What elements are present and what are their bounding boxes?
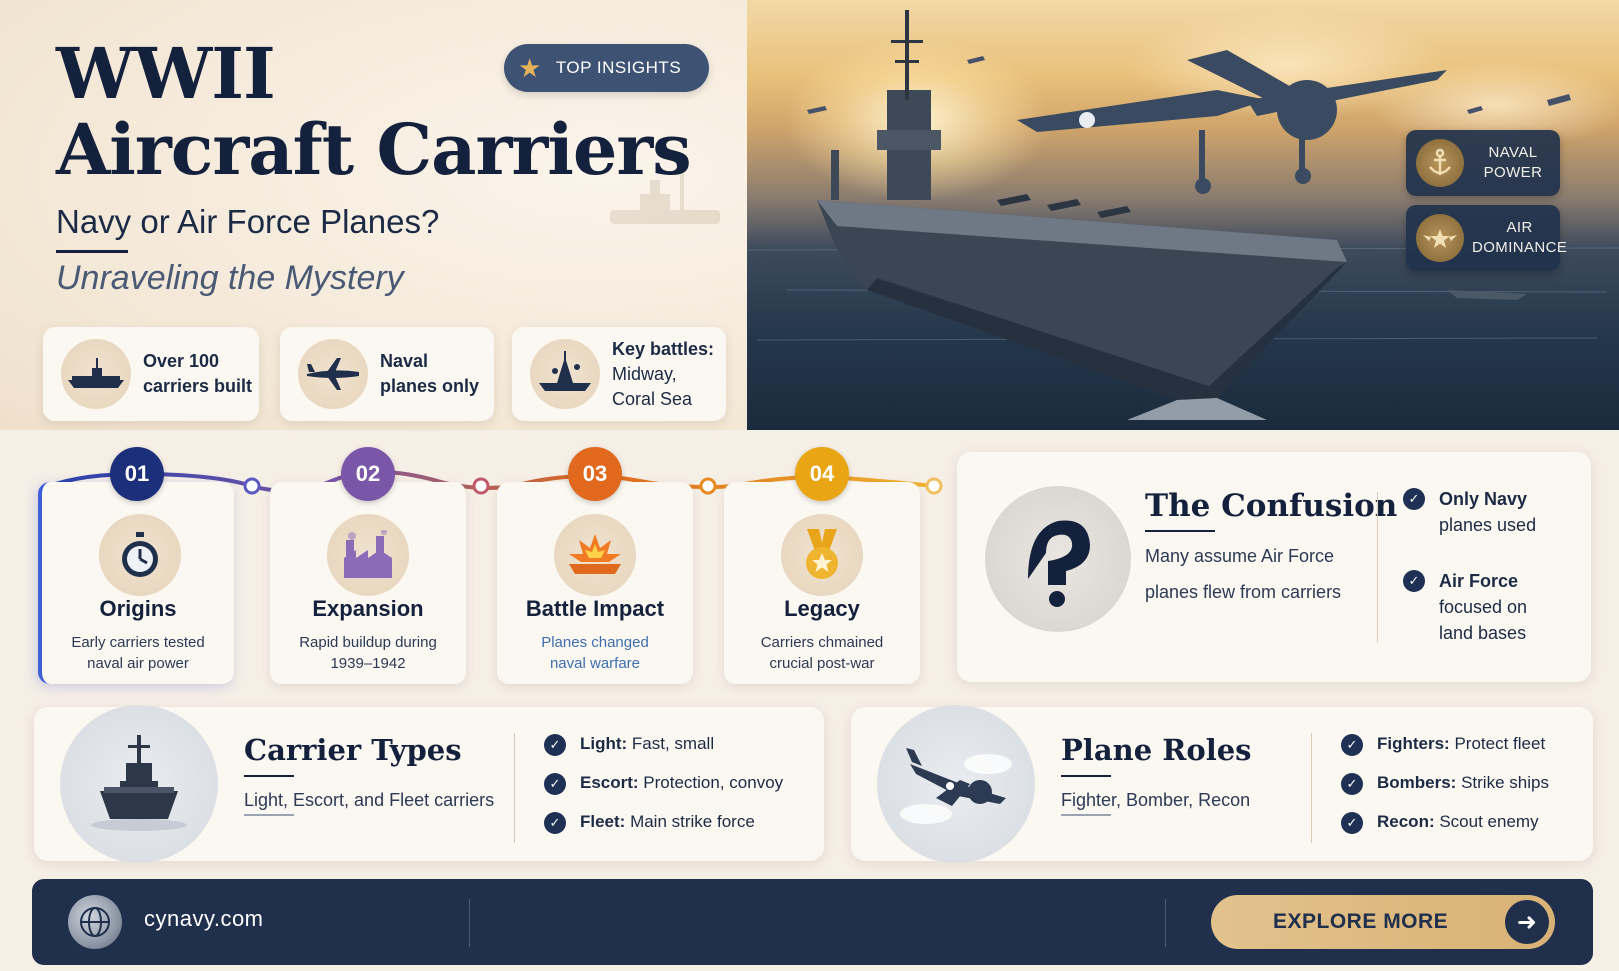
timeline-title: Expansion	[312, 596, 424, 621]
title-underline	[1145, 530, 1215, 532]
timeline-step-04: 04	[795, 447, 849, 501]
plane-icon	[298, 339, 368, 409]
site-link[interactable]: cynavy.com	[144, 906, 264, 931]
subtitle-underline	[1061, 814, 1111, 816]
carrier-scene-icon	[747, 10, 1619, 420]
divider	[1311, 733, 1312, 843]
check-icon: ✓	[1341, 734, 1363, 756]
timeline-title: Legacy	[784, 596, 860, 621]
plane-roles-title: Plane Roles	[1061, 733, 1252, 767]
medal-icon	[781, 514, 863, 596]
timeline-step-02: 02	[341, 447, 395, 501]
timeline-step-03: 03	[568, 447, 622, 501]
carrier-type-item: ✓ Light: Fast, small	[544, 732, 714, 756]
badge-label: TOP INSIGHTS	[555, 58, 682, 77]
explore-more-button[interactable]: EXPLORE MORE ➜	[1211, 895, 1555, 949]
confusion-point: ✓ Air Force focused on land bases	[1403, 568, 1527, 646]
check-icon: ✓	[1341, 773, 1363, 795]
fighter-plane-icon	[877, 705, 1035, 863]
carrier-type-item: ✓ Fleet: Main strike force	[544, 810, 755, 834]
timeline-step-01: 01	[110, 447, 164, 501]
explosion-icon	[554, 514, 636, 596]
stopwatch-icon	[99, 514, 181, 596]
plane-roles-subtitle: Fighter, Bomber, Recon	[1061, 790, 1251, 810]
check-icon: ✓	[1341, 812, 1363, 834]
divider	[1377, 492, 1378, 642]
title-underline	[244, 775, 294, 777]
title-underline	[1061, 775, 1111, 777]
battle-ship-icon	[530, 339, 600, 409]
timeline-wave	[39, 470, 943, 495]
footer-bar: cynavy.com EXPLORE MORE ➜	[32, 879, 1593, 965]
carrier-types-subtitle: Light, Escort, and Fleet carriers	[244, 790, 495, 810]
globe-icon	[68, 895, 122, 949]
plane-role-item: ✓ Recon: Scout enemy	[1341, 810, 1539, 834]
timeline-title: Battle Impact	[525, 596, 665, 621]
top-insights-badge[interactable]: ★ TOP INSIGHTS	[504, 44, 709, 92]
question-mark-icon	[985, 486, 1131, 632]
check-icon: ✓	[544, 734, 566, 756]
page-title: WWII Aircraft Carriers	[56, 32, 692, 191]
page-tagline: Unraveling the Mystery	[56, 259, 404, 297]
divider	[1165, 899, 1166, 947]
subtitle-underline	[56, 250, 128, 253]
warship-icon	[60, 705, 218, 863]
plane-role-item: ✓ Bombers: Strike ships	[1341, 771, 1549, 795]
explore-label: EXPLORE MORE	[1273, 910, 1449, 933]
stat-card-battles: Key battles: Midway, Coral Sea	[512, 327, 726, 421]
confusion-title: The Confusion	[1145, 488, 1398, 524]
plane-roles-card: Plane Roles Fighter, Bomber, Recon ✓ Fig…	[851, 705, 1593, 863]
timeline-title: Origins	[99, 596, 177, 621]
subtitle-underline	[244, 814, 294, 816]
anchor-icon	[1416, 139, 1464, 187]
hero-illustration	[747, 0, 1619, 430]
carrier-icon	[61, 339, 131, 409]
carrier-types-title: Carrier Types	[244, 733, 462, 767]
faded-ship-icon	[610, 170, 720, 224]
plane-role-item: ✓ Fighters: Protect fleet	[1341, 732, 1545, 756]
star-icon: ★	[518, 53, 542, 83]
check-icon: ✓	[544, 773, 566, 795]
check-icon: ✓	[544, 812, 566, 834]
page-subtitle: Navy or Air Force Planes?	[56, 203, 440, 240]
factory-icon	[327, 514, 409, 596]
arrow-right-icon: ➜	[1505, 900, 1549, 944]
wings-star-icon	[1416, 214, 1464, 262]
carrier-type-item: ✓ Escort: Protection, convoy	[544, 771, 783, 795]
check-icon: ✓	[1403, 488, 1425, 510]
carrier-types-card: Carrier Types Light, Escort, and Fleet c…	[34, 705, 824, 863]
divider	[514, 733, 515, 843]
divider	[469, 899, 470, 947]
stat-text: Key battles: Midway, Coral Sea	[612, 338, 715, 409]
check-icon: ✓	[1403, 570, 1425, 592]
